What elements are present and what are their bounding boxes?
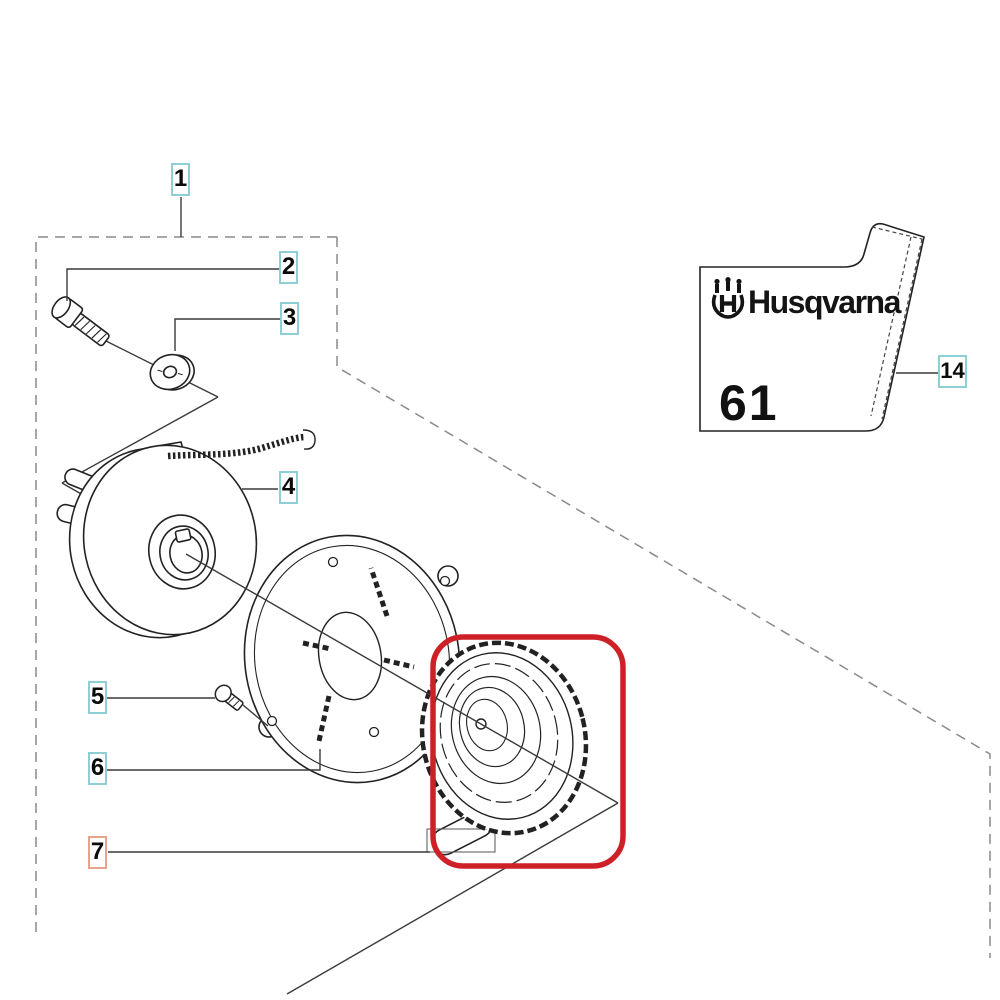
rope-hook	[302, 429, 316, 450]
husqvarna-crown-icon	[711, 277, 745, 319]
highlight-box-part-7	[430, 634, 626, 869]
part-screw[interactable]	[212, 682, 246, 714]
callout-leader-lines	[66, 197, 939, 853]
brand-model-text: 61	[719, 375, 779, 431]
callout-4[interactable]: 4	[279, 471, 298, 504]
group-boundary-dashed-outline	[35, 236, 991, 958]
callout-5[interactable]: 5	[88, 681, 107, 714]
callout-2[interactable]: 2	[279, 251, 298, 284]
part-washer[interactable]	[145, 348, 199, 397]
callout-6[interactable]: 6	[88, 752, 107, 785]
plate-cross-spokes	[302, 567, 415, 742]
assembly-axis-lines-front	[185, 553, 619, 995]
brand-name-text: Husqvarna	[748, 284, 901, 320]
part-decal-label[interactable]	[699, 222, 925, 432]
callout-3[interactable]: 3	[280, 302, 299, 335]
starter-rope	[167, 433, 307, 460]
callout-14[interactable]: 14	[938, 355, 967, 388]
part-starter-pulley[interactable]	[52, 429, 316, 654]
callout-1[interactable]: 1	[171, 163, 190, 196]
part-bolt[interactable]	[48, 294, 113, 351]
part-fan-housing-plate[interactable]	[225, 518, 479, 799]
callout-7[interactable]: 7	[88, 836, 107, 869]
